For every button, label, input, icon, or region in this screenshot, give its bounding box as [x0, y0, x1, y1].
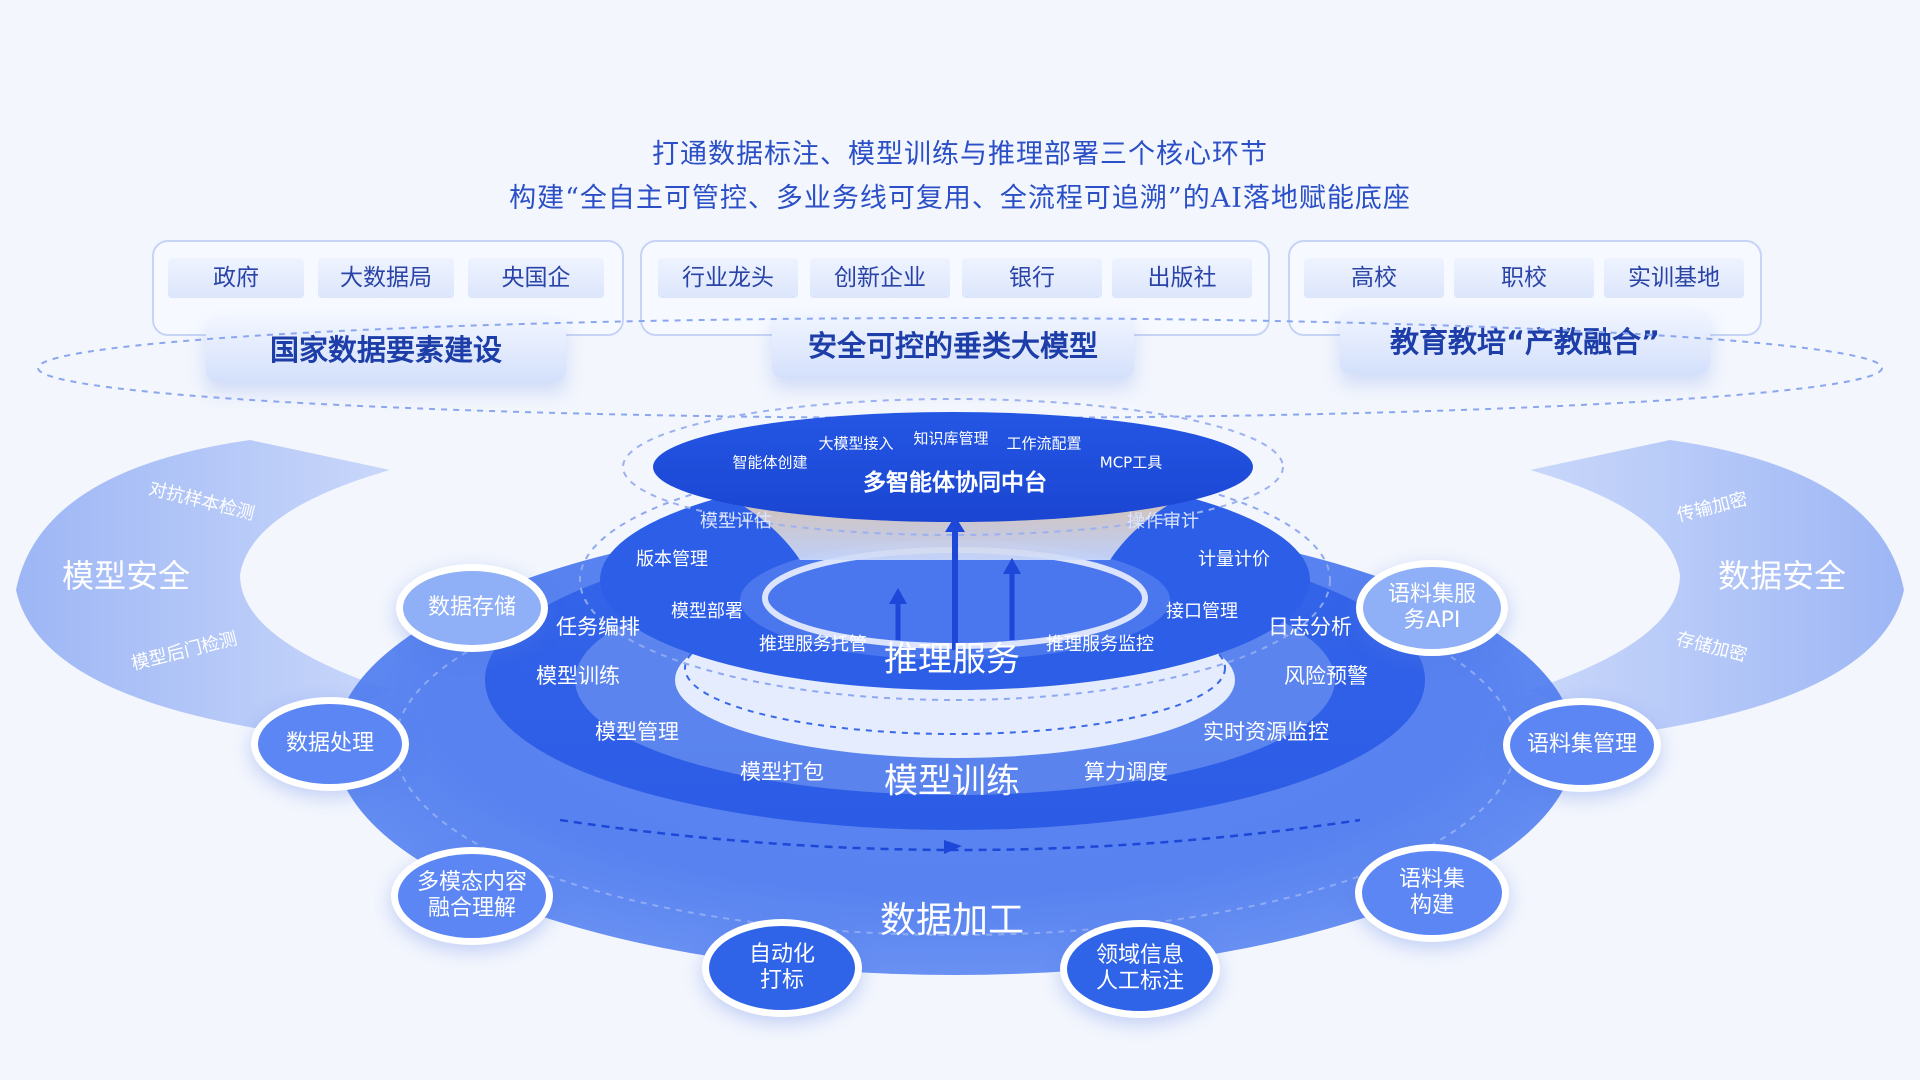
headline-line-2: 构建“全自主可管控、多业务线可复用、全流程可追溯”的AI落地赋能底座 [509, 183, 1411, 214]
arrow-up-icon [945, 516, 965, 532]
training-item: 模型管理 [595, 720, 679, 744]
training-item: 实时资源监控 [1203, 720, 1329, 744]
data-node: 语料集管理 [1503, 698, 1661, 792]
platform-title: 多智能体协同中台 [863, 470, 1047, 496]
data-node: 数据存储 [396, 564, 548, 652]
scenario-title-education: 教育教培“产教融合” [1340, 310, 1710, 374]
flow-arrow-icon [944, 840, 962, 854]
training-item: 模型训练 [536, 664, 620, 688]
model-security-wing [16, 440, 390, 735]
scenario-tag: 央国企 [468, 258, 604, 298]
data-flow-path [559, 818, 1361, 852]
data-node: 多模态内容融合理解 [391, 847, 553, 945]
scenario-tag: 出版社 [1112, 258, 1252, 298]
scenario-title-government: 国家数据要素建设 [206, 318, 566, 382]
platform-item: 工作流配置 [1006, 434, 1082, 453]
platform-item: 智能体创建 [732, 453, 808, 472]
scenario-tag: 行业龙头 [658, 258, 798, 298]
inference-item: 版本管理 [636, 549, 708, 570]
data-node: 语料集服务API [1356, 560, 1508, 656]
inference-item: 模型部署 [671, 601, 743, 622]
inference-orbit-dashed [579, 459, 1331, 701]
inference-item: 操作审计 [1127, 511, 1199, 532]
scenario-tag: 大数据局 [318, 258, 454, 298]
platform-orbit-dashed [622, 398, 1284, 536]
headline-line-1: 打通数据标注、模型训练与推理部署三个核心环节 [652, 139, 1268, 170]
data-processing-title: 数据加工 [879, 900, 1025, 941]
scenario-tag: 政府 [168, 258, 304, 298]
scenario-tag: 高校 [1304, 258, 1444, 298]
data-security-title: 数据安全 [1717, 557, 1847, 595]
training-item: 风险预警 [1284, 664, 1368, 688]
platform-item: 知识库管理 [913, 429, 989, 448]
scenario-tag: 创新企业 [810, 258, 950, 298]
scenario-tag: 实训基地 [1604, 258, 1744, 298]
data-node: 语料集构建 [1355, 844, 1509, 942]
scenario-tag: 职校 [1454, 258, 1594, 298]
inference-item: 计量计价 [1198, 549, 1270, 570]
scenario-title-industry: 安全可控的垂类大模型 [772, 314, 1134, 378]
data-security-wing [1530, 440, 1904, 735]
inference-title: 推理服务 [884, 639, 1020, 680]
data-node: 自动化打标 [702, 919, 862, 1017]
arrow-up-icon [1003, 558, 1021, 574]
data-node: 数据处理 [251, 697, 409, 791]
inference-item: 接口管理 [1166, 601, 1238, 622]
training-title: 模型训练 [884, 761, 1020, 802]
training-item: 日志分析 [1268, 615, 1352, 639]
scenario-orbit-dashed [37, 317, 1883, 419]
model-security-title: 模型安全 [61, 557, 191, 595]
arrow-up-icon [889, 588, 907, 604]
training-item: 算力调度 [1084, 760, 1168, 784]
training-item: 模型打包 [740, 760, 824, 784]
platform-item: 大模型接入 [818, 434, 894, 453]
inference-item: 模型评估 [700, 511, 772, 532]
training-item: 任务编排 [556, 615, 640, 639]
data-node: 领域信息人工标注 [1060, 920, 1220, 1018]
inference-item: 推理服务托管 [759, 634, 867, 655]
inference-item: 推理服务监控 [1046, 634, 1154, 655]
multi-agent-platform-disk [653, 412, 1253, 522]
platform-item: MCP工具 [1099, 453, 1163, 472]
scenario-tag: 银行 [962, 258, 1102, 298]
